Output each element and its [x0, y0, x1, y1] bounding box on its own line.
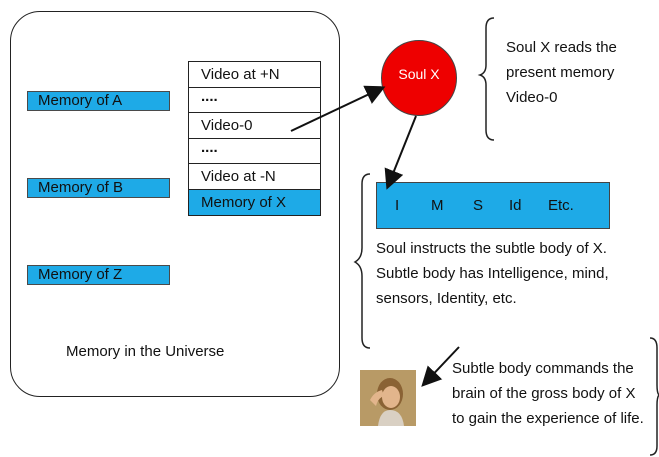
brace-subtle-note — [353, 173, 371, 349]
note-soul-reads: Soul X reads the present memory Video-0 — [506, 39, 617, 106]
stack-row-ellipsis-upper: .... — [189, 88, 320, 113]
stack-row-ellipsis-lower: .... — [189, 139, 320, 164]
arrow-video0-to-soul — [290, 85, 386, 132]
brace-bottom-note — [649, 337, 659, 456]
subtle-item-identity: Id — [509, 197, 522, 214]
stack-row-video-0: Video-0 — [189, 113, 320, 139]
subtle-body-bar: I M S Id Etc. — [376, 182, 610, 229]
memory-stack-x: Video at +N .... Video-0 .... Video at -… — [188, 61, 321, 216]
brace-soul-note — [477, 17, 495, 141]
note-subtle-commands: Subtle body commands the brain of the gr… — [452, 360, 644, 427]
subtle-item-intelligence: I — [395, 197, 400, 214]
person-photo-icon — [360, 370, 416, 426]
note-soul-instructs: Soul instructs the subtle body of X. Sub… — [376, 240, 609, 307]
soul-x-circle: Soul X — [381, 40, 457, 116]
memory-of-a-box: Memory of A — [27, 91, 170, 111]
person-photo — [360, 370, 416, 426]
arrow-soul-to-subtle — [384, 115, 417, 190]
soul-x-label: Soul X — [398, 66, 440, 82]
universe-label: Memory in the Universe — [66, 343, 225, 360]
subtle-item-mind: M — [431, 197, 444, 214]
stack-row-video-minus-n: Video at -N — [189, 164, 320, 190]
subtle-item-sensors: S — [473, 197, 484, 214]
stack-row-memory-of-x: Memory of X — [189, 189, 320, 215]
memory-of-b-box: Memory of B — [27, 178, 170, 198]
subtle-item-etc: Etc. — [548, 197, 574, 214]
arrow-subtle-to-photo — [421, 346, 460, 387]
stack-row-video-plus-n: Video at +N — [189, 62, 320, 88]
memory-of-z-box: Memory of Z — [27, 265, 170, 285]
